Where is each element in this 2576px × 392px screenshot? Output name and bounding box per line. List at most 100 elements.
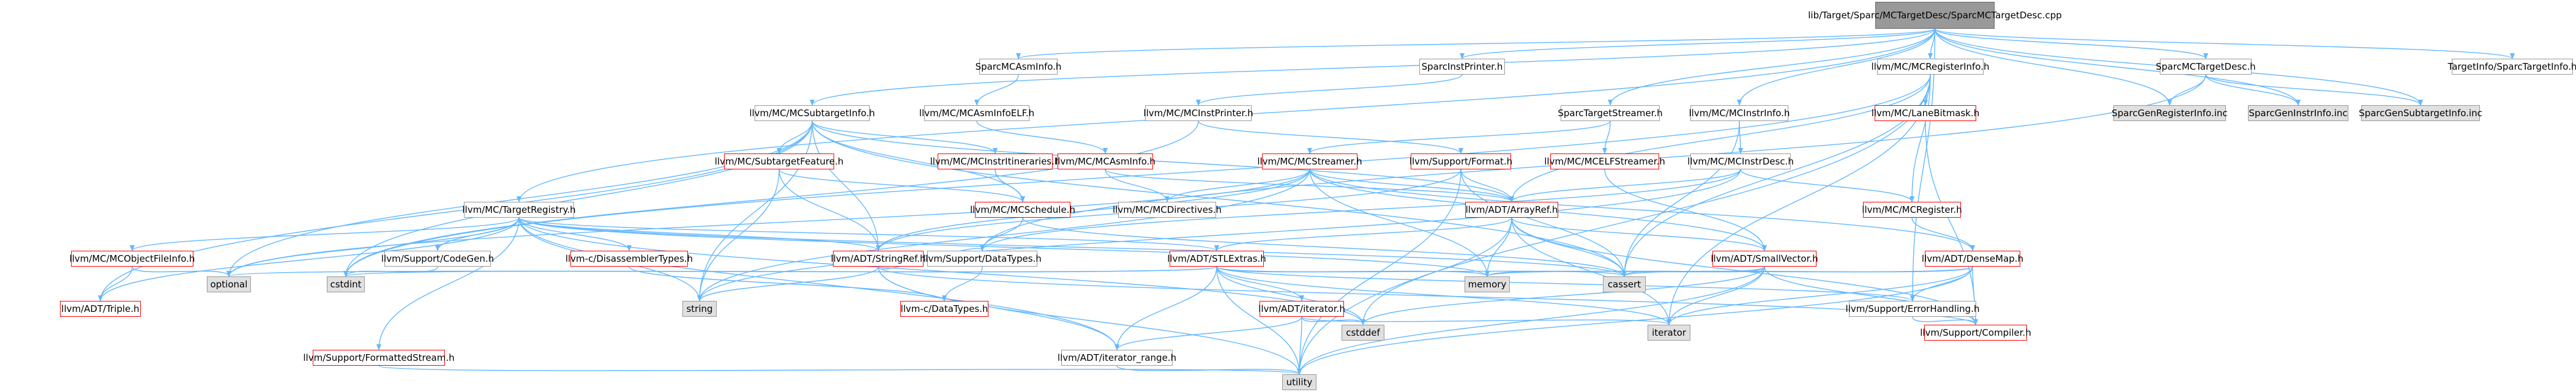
node-mcinstrltineraries[interactable]: llvm/MC/MCInstrItineraries.h [930, 153, 1060, 169]
include-edge-iterator_h-to-iterator [1301, 316, 1671, 325]
node-stlextras[interactable]: llvm/ADT/STLExtras.h [1167, 251, 1266, 267]
node-sparcinstprinter[interactable]: SparcInstPrinter.h [1419, 59, 1505, 75]
include-edge-stlextras-to-iterator_range [1114, 266, 1217, 350]
node-mcregisterinfo-label: llvm/MC/MCRegisterInfo.h [1871, 61, 1990, 72]
root-file-node[interactable]: lib/Target/Sparc/MCTargetDesc/SparcMCTar… [1808, 2, 2062, 29]
node-mcregister[interactable]: llvm/MC/MCRegister.h [1862, 202, 1962, 218]
include-edge-mcsubtargetinfo-to-optional [226, 120, 813, 277]
node-errorhandling[interactable]: llvm/Support/ErrorHandling.h [1846, 301, 1979, 317]
node-cstddef[interactable]: cstddef [1342, 325, 1384, 341]
include-edge-mcstreamer-to-arrayref [1309, 169, 1514, 202]
node-cstddef-label: cstddef [1346, 327, 1380, 338]
node-mcelfstreamer-label: llvm/MC/MCELFStreamer.h [1544, 155, 1665, 167]
include-edge-sparcmctargetdesc-to-sparcgeninstrinfo [2205, 74, 2301, 106]
node-sparctargetstreamer[interactable]: SparcTargetStreamer.h [1558, 105, 1663, 121]
node-mcinstrinfo[interactable]: llvm/MC/MCInstrInfo.h [1689, 105, 1790, 121]
include-edge-mcstreamer-to-densemap [1309, 169, 1975, 251]
node-mcobjectfileinfo[interactable]: llvm/MC/MCObjectFileInfo.h [69, 251, 195, 267]
node-sparcmctargetdesc[interactable]: SparcMCTargetDesc.h [2156, 59, 2256, 75]
node-mcinstprinter-label: llvm/MC/MCInstPrinter.h [1143, 107, 1253, 119]
node-mcdirectives[interactable]: llvm/MC/MCDirectives.h [1113, 202, 1222, 218]
node-densemap[interactable]: llvm/ADT/DenseMap.h [1922, 251, 2023, 267]
include-edge-iterator_range-to-utility [1116, 365, 1302, 375]
include-edge-stlextras-to-optional [226, 266, 1217, 277]
include-edge-mcregisterinfo-to-iterator [1667, 74, 1931, 325]
node-mcregisterinfo[interactable]: llvm/MC/MCRegisterInfo.h [1872, 59, 1989, 75]
node-triple[interactable]: llvm/ADT/Triple.h [60, 301, 141, 317]
node-mcsubtargetinfo-label: llvm/MC/MCSubtargetInfo.h [749, 107, 875, 119]
node-mcstreamer[interactable]: llvm/MC/MCStreamer.h [1257, 153, 1362, 169]
include-edge-mcschedule-to-cassert [1022, 217, 1627, 277]
include-edge-arrayref-to-smallvector [1511, 217, 1767, 251]
node-targetinfo-label: TargetInfo/SparcTargetInfo.h [2447, 61, 2576, 72]
include-edge-iterator_h-to-utility [1297, 316, 1302, 375]
node-smallvector[interactable]: llvm/ADT/SmallVector.h [1711, 251, 1818, 267]
include-edge-subtargetfeature-to-stringref [778, 169, 881, 251]
node-sparcgeninstrinfo[interactable]: SparcGenInstrInfo.inc [2248, 105, 2348, 121]
node-cdatatypes[interactable]: llvm-c/DataTypes.h [900, 301, 988, 317]
node-subtargetfeature[interactable]: llvm/MC/SubtargetFeature.h [715, 153, 843, 169]
node-disassemblertypes[interactable]: llvm-c/DisassemblerTypes.h [566, 251, 693, 267]
node-stringref[interactable]: llvm/ADT/StringRef.h [831, 251, 926, 267]
node-string[interactable]: string [682, 301, 717, 317]
node-datatypes[interactable]: llvm/Support/DataTypes.h [923, 251, 1042, 267]
include-edge-sparcmctargetdesc-to-sparcgensubtargetinfo [2205, 74, 2423, 106]
node-memory[interactable]: memory [1465, 276, 1510, 292]
node-utility[interactable]: utility [1282, 374, 1316, 390]
node-cstdint[interactable]: cstdint [327, 276, 365, 292]
node-mcsubtargetinfo[interactable]: llvm/MC/MCSubtargetInfo.h [749, 105, 875, 121]
include-edge-densemap-to-iterator [1667, 266, 1973, 325]
include-edge-root-to-errorhandling [1910, 28, 1936, 301]
node-mcasminfo[interactable]: llvm/MC/MCAsmInfo.h [1055, 153, 1155, 169]
include-edge-stringref-to-utility [878, 266, 1302, 375]
node-string-label: string [686, 303, 713, 314]
node-iterator-range[interactable]: llvm/ADT/iterator_range.h [1058, 350, 1176, 366]
node-optional-label: optional [210, 278, 248, 290]
include-edge-targetregistry-to-triple [98, 217, 520, 301]
node-format-label: llvm/Support/Format.h [1409, 155, 1513, 167]
node-targetregistry[interactable]: llvm/MC/TargetRegistry.h [462, 202, 576, 218]
node-sparcgenregisterinfo[interactable]: SparcGenRegisterInfo.inc [2111, 105, 2228, 121]
include-edge-mcobjectfileinfo-to-optional [132, 266, 231, 277]
include-edge-root-to-sparcgeninstrinfo [1934, 28, 2301, 106]
include-edge-mcsubtargetinfo-to-string [697, 120, 813, 301]
node-mcinstprinter[interactable]: llvm/MC/MCInstPrinter.h [1143, 105, 1253, 121]
include-edge-arrayref-to-memory [1485, 217, 1512, 277]
node-format[interactable]: llvm/Support/Format.h [1409, 153, 1513, 169]
node-mcschedule[interactable]: llvm/MC/MCSchedule.h [970, 202, 1075, 218]
node-sparcgensubtargetinfo[interactable]: SparcGenSubtargetInfo.inc [2359, 105, 2482, 121]
node-cassert[interactable]: cassert [1603, 276, 1646, 292]
node-codegen[interactable]: llvm/Support/CodeGen.h [381, 251, 494, 267]
node-sparcmcasminfo[interactable]: SparcMCAsmInfo.h [976, 59, 1061, 75]
include-edge-mcelfstreamer-to-smallvector [1604, 169, 1767, 251]
include-edge-mcstreamer-to-stringref [876, 169, 1310, 251]
node-lanebitmask[interactable]: llvm/MC/LaneBitmask.h [1872, 105, 1979, 121]
node-mcdirectives-label: llvm/MC/MCDirectives.h [1112, 204, 1222, 215]
include-edge-mcregister-to-densemap [1911, 217, 1975, 251]
node-mcinstrltineraries-label: llvm/MC/MCInstrItineraries.h [930, 155, 1061, 167]
node-cdatatypes-label: llvm-c/DataTypes.h [900, 303, 988, 314]
node-formattedstream[interactable]: llvm/Support/FormattedStream.h [303, 350, 455, 366]
include-edge-errorhandling-to-compiler [1912, 316, 1978, 325]
node-compiler[interactable]: llvm/Support/Compiler.h [1920, 325, 2031, 341]
node-mcinstrdesc[interactable]: llvm/MC/MCInstrDesc.h [1687, 153, 1794, 169]
node-mcasminfoelf[interactable]: llvm/MC/MCAsmInfoELF.h [919, 105, 1034, 121]
include-edge-stlextras-to-cstddef [1216, 266, 1365, 325]
include-edge-mcinstrdesc-to-datatypes [980, 169, 1741, 251]
include-edge-mcregisterinfo-to-arrayref [1509, 74, 1931, 202]
include-edge-root-to-sparcinstprinter [1460, 28, 1936, 59]
node-iterator[interactable]: iterator [1648, 325, 1690, 341]
include-edge-targetregistry-to-formattedstream [376, 217, 520, 350]
node-iterator-h[interactable]: llvm/ADT/iterator.h [1258, 301, 1345, 317]
node-subtargetfeature-label: llvm/MC/SubtargetFeature.h [714, 155, 844, 167]
node-disassemblertypes-label: llvm-c/DisassemblerTypes.h [565, 253, 693, 264]
include-edge-mcinstrltineraries-to-mcschedule [995, 169, 1025, 202]
include-edge-mcsubtargetinfo-to-arrayref [812, 120, 1514, 202]
node-mcelfstreamer[interactable]: llvm/MC/MCELFStreamer.h [1544, 153, 1665, 169]
include-edge-targetregistry-to-iterator_range [518, 217, 1119, 350]
node-optional[interactable]: optional [207, 276, 251, 292]
node-targetinfo[interactable]: TargetInfo/SparcTargetInfo.h [2448, 59, 2576, 75]
node-arrayref[interactable]: llvm/ADT/ArrayRef.h [1465, 202, 1558, 218]
include-edge-lanebitmask-to-compiler [1925, 120, 1978, 325]
